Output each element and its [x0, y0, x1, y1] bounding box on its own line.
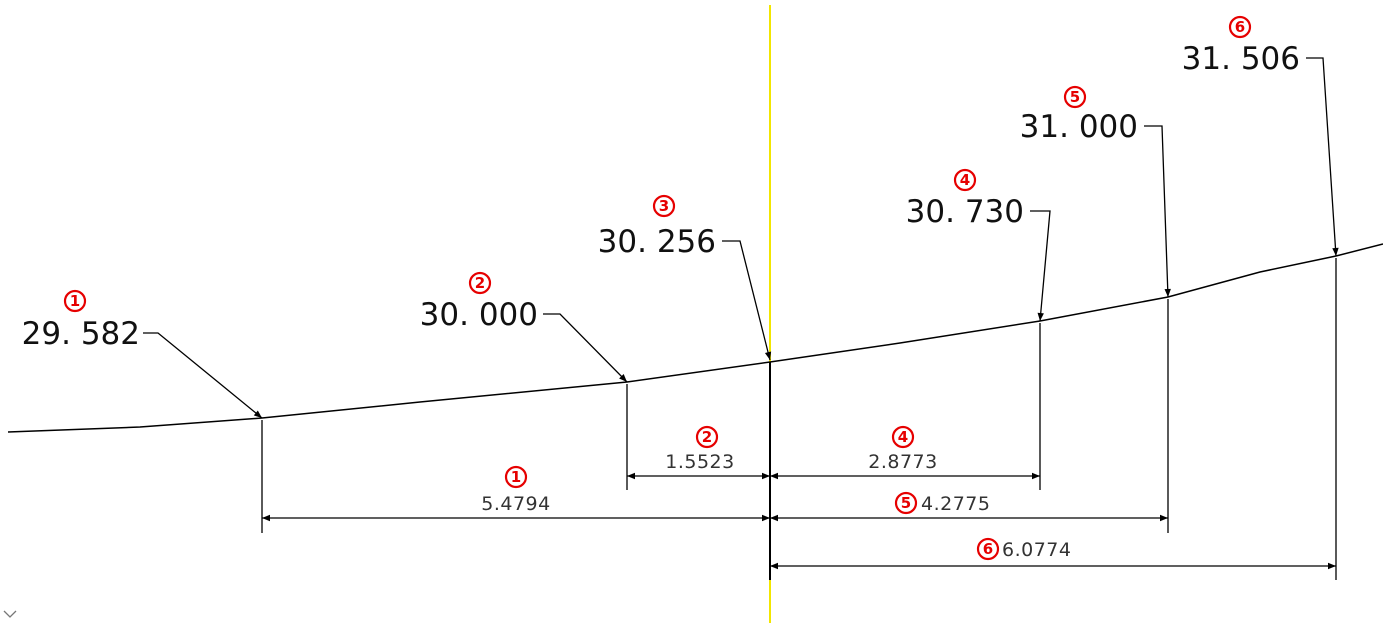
dimension-marker-number-5: 5 — [901, 494, 911, 512]
dimension-marker-number-6: 6 — [983, 540, 993, 558]
elevation-marker-circle-3 — [652, 194, 676, 218]
dimension-marker-circle-1 — [504, 465, 528, 489]
dimension-marker-circle-6 — [976, 537, 1000, 561]
dimension-label-4: 2.8773 — [868, 451, 937, 473]
elevation-marker-circle-1 — [63, 289, 87, 313]
dimension-label-5: 4.2775 — [921, 493, 990, 515]
elevation-label-4: 30. 730 — [906, 194, 1024, 230]
elevation-group-5: 5 31. 000 — [1020, 85, 1138, 145]
elevation-marker-number-1: 1 — [70, 292, 80, 310]
leader-line-3 — [722, 240, 772, 361]
dimension-group-4: 4 2.8773 — [868, 425, 937, 473]
elevation-marker-number-5: 5 — [1070, 88, 1080, 106]
dimension-group-6: 6 6.0774 — [976, 537, 1071, 561]
elevation-marker-circle-4 — [953, 168, 977, 192]
dimension-label-1: 5.4794 — [481, 493, 550, 515]
dimension-label-6: 6.0774 — [1002, 539, 1071, 561]
elevation-label-6: 31. 506 — [1182, 41, 1300, 77]
elevation-group-2: 2 30. 000 — [420, 271, 538, 333]
dimension-group-2: 2 1.5523 — [665, 425, 734, 473]
elevation-marker-number-2: 2 — [475, 274, 485, 292]
leader-line-4 — [1030, 210, 1051, 322]
elevation-group-6: 6 31. 506 — [1182, 15, 1300, 77]
dimension-marker-number-1: 1 — [511, 468, 521, 486]
dimension-group-1: 1 5.4794 — [481, 465, 550, 515]
dimension-marker-circle-2 — [695, 425, 719, 449]
elevation-label-2: 30. 000 — [420, 297, 538, 333]
elevation-marker-number-3: 3 — [659, 197, 669, 215]
elevation-marker-number-6: 6 — [1235, 18, 1245, 36]
leader-line-6 — [1306, 57, 1339, 257]
dimension-group-5: 5 4.2775 — [894, 491, 990, 515]
leader-line-2 — [543, 313, 628, 383]
elevation-marker-circle-6 — [1228, 15, 1252, 39]
dimension-label-2: 1.5523 — [665, 451, 734, 473]
elevation-label-3: 30. 256 — [598, 224, 716, 260]
elevation-marker-circle-5 — [1063, 85, 1087, 109]
profile-curve — [7, 243, 1383, 433]
elevation-label-5: 31. 000 — [1020, 109, 1138, 145]
dimension-marker-circle-5 — [894, 491, 918, 515]
elevation-group-3: 3 30. 256 — [598, 194, 716, 260]
leader-line-5 — [1144, 125, 1171, 298]
elevation-group-1: 1 29. 582 — [22, 289, 140, 352]
dimension-marker-number-4: 4 — [898, 428, 908, 446]
dimension-marker-number-2: 2 — [702, 428, 712, 446]
elevation-marker-circle-2 — [468, 271, 492, 295]
dimension-marker-circle-4 — [891, 425, 915, 449]
elevation-group-4: 4 30. 730 — [906, 168, 1024, 230]
ucs-corner-icon — [3, 610, 17, 618]
elevation-label-1: 29. 582 — [22, 316, 140, 352]
elevation-marker-number-4: 4 — [960, 171, 970, 189]
leader-line-1 — [143, 332, 263, 419]
